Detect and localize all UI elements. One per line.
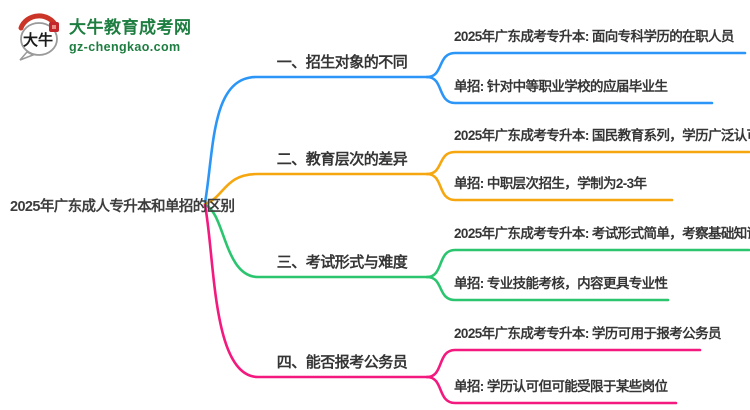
branch-1-leaf-2: 单招: 针对中等职业学校的应届毕业生 xyxy=(454,79,668,94)
branch-2-leaf-1: 2025年广东成考专升本: 国民教育系列，学历广泛认可 xyxy=(454,128,750,143)
site-name: 大牛教育成考网 xyxy=(69,18,192,38)
logo-icon-text: 大牛 xyxy=(23,31,53,49)
branch-2-label: 二、教育层次的差异 xyxy=(276,151,408,168)
central-topic: 2025年广东成人专升本和单招的区别 xyxy=(10,199,235,215)
branch-3-leaf-2: 单招: 专业技能考核，内容更具专业性 xyxy=(454,276,668,291)
branch-1-label: 一、招生对象的不同 xyxy=(276,54,408,71)
branch-2-leaf-2: 单招: 中职层次招生，学制为2-3年 xyxy=(454,176,647,191)
branch-1-leaf-1: 2025年广东成考专升本: 面向专科学历的在职人员 xyxy=(454,29,734,44)
branch-4-lines xyxy=(203,203,702,405)
site-logo: 大牛 大牛教育成考网 gz-chengkao.com xyxy=(16,11,192,61)
logo-text-block: 大牛教育成考网 gz-chengkao.com xyxy=(69,18,192,54)
branch-3-lines xyxy=(203,203,750,302)
branch-2-lines xyxy=(203,150,750,206)
branch-1-lines xyxy=(203,51,747,205)
site-url: gz-chengkao.com xyxy=(69,39,181,54)
branch-3-leaf-1: 2025年广东成考专升本: 考试形式简单，考察基础知识 xyxy=(454,226,750,241)
branch-4-label: 四、能否报考公务员 xyxy=(276,354,408,371)
logo-bubble-icon: 大牛 xyxy=(18,13,59,61)
branch-4-leaf-2: 单招: 学历认可但可能受限于某些岗位 xyxy=(454,379,668,394)
branch-3-label: 三、考试形式与难度 xyxy=(276,254,408,271)
branch-4-leaf-1: 2025年广东成考专升本: 学历可用于报考公务员 xyxy=(454,326,721,341)
